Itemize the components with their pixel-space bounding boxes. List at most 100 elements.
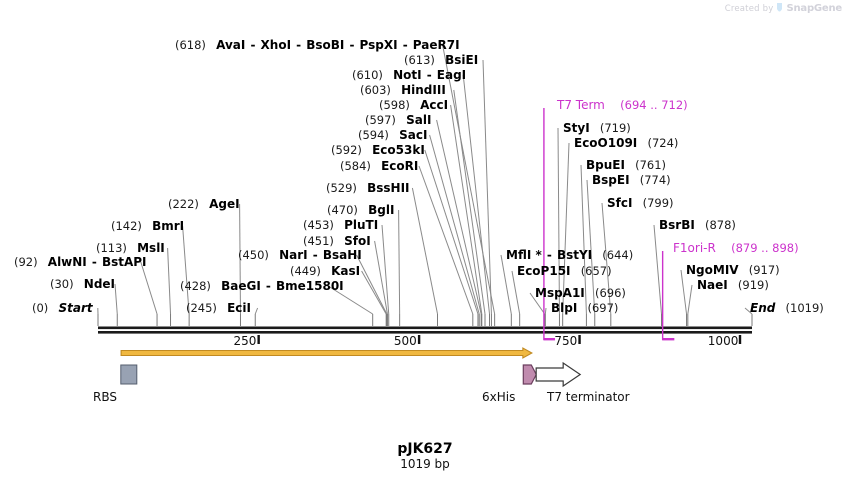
- site-enzyme-name-2: EagI: [436, 68, 467, 82]
- feature-glyph-arrow-outline: [535, 361, 582, 388]
- site-separator: -: [426, 68, 432, 82]
- restriction-site-label: MflI * - BstYI (644): [506, 246, 633, 262]
- leader-line: [482, 59, 492, 315]
- leader-line: [239, 203, 241, 315]
- restriction-site-label: (450) NarI - BsaHI: [238, 246, 362, 262]
- ruler-tick-label: 500: [393, 334, 417, 348]
- site-enzyme-name-chain: PspXI: [359, 38, 398, 52]
- site-position: (597): [365, 113, 396, 127]
- site-enzyme-name: AccI: [420, 98, 449, 112]
- site-enzyme-name: PluTI: [344, 218, 379, 232]
- site-position: (451): [303, 234, 334, 248]
- restriction-site-label: BlpI (697): [551, 299, 618, 315]
- site-enzyme-name: BspEI: [592, 173, 630, 187]
- restriction-site-label: (449) KasI: [290, 262, 360, 278]
- site-position: (696): [594, 286, 626, 300]
- leader-line: [411, 187, 439, 315]
- site-position: (644): [602, 248, 634, 262]
- restriction-site-label: (428) BaeGI - Bme1580I: [180, 277, 344, 293]
- restriction-site-label: (584) EcoRI: [340, 157, 418, 173]
- leader-line: [254, 307, 259, 315]
- feature-glyph-arrow: [522, 364, 537, 385]
- annotation-range: (694 .. 712): [620, 98, 688, 112]
- leader-line: [557, 127, 560, 315]
- site-enzyme-name: BsrBI: [659, 218, 695, 232]
- site-enzyme-name-chain: XhoI: [260, 38, 292, 52]
- restriction-site-label: (529) BssHII: [326, 179, 410, 195]
- leader-line: [529, 292, 546, 315]
- restriction-site-label: (594) SacI: [358, 126, 427, 142]
- site-separator: -: [546, 248, 552, 262]
- leader-line: [450, 104, 483, 315]
- site-enzyme-name: AlwNI: [47, 255, 87, 269]
- site-enzyme-name: MspA1I: [535, 286, 585, 300]
- site-position: (0): [32, 301, 49, 315]
- cds-arrow: [120, 347, 533, 359]
- restriction-site-label: NaeI (919): [697, 276, 769, 292]
- site-position: (594): [358, 128, 389, 142]
- ruler-tick: [257, 335, 260, 344]
- ruler-tick: [738, 335, 742, 344]
- site-enzyme-name: BmrI: [152, 219, 185, 233]
- site-enzyme-name-2: Bme1580I: [275, 279, 344, 293]
- site-enzyme-name: NotI: [393, 68, 422, 82]
- leader-line: [601, 202, 612, 315]
- feature-label: RBS: [93, 390, 117, 404]
- ruler-tick: [417, 335, 421, 344]
- leader-line: [418, 165, 474, 315]
- leader-line: [374, 240, 388, 315]
- restriction-site-label: (453) PluTI: [303, 216, 378, 232]
- site-enzyme-name: SfoI: [344, 234, 371, 248]
- leader-line: [429, 134, 480, 315]
- restriction-site-label: BsrBI (878): [659, 216, 736, 232]
- site-enzyme-name: MflI *: [506, 248, 542, 262]
- feature-label: T7 terminator: [547, 390, 630, 404]
- site-enzyme-name: KasI: [331, 264, 361, 278]
- site-enzyme-name: SacI: [399, 128, 428, 142]
- watermark-prefix: Created by: [724, 3, 774, 14]
- leader-line: [462, 74, 490, 315]
- site-position: (761): [635, 158, 667, 172]
- site-enzyme-name: BsiEI: [445, 53, 479, 67]
- site-enzyme-name: MslI: [137, 241, 165, 255]
- site-position: (428): [180, 279, 211, 293]
- site-enzyme-name-2: BstAPI: [101, 255, 147, 269]
- site-position: (449): [290, 264, 321, 278]
- leader-line: [356, 254, 388, 315]
- annotation-name: T7 Term: [557, 98, 605, 112]
- restriction-site-label: (603) HindIII: [360, 81, 446, 97]
- site-separator: -: [91, 255, 97, 269]
- site-position: (450): [238, 248, 269, 262]
- restriction-site-label: (113) MslI: [96, 239, 165, 255]
- site-enzyme-name: SfcI: [607, 196, 633, 210]
- restriction-site-label: (592) Eco53kI: [331, 141, 425, 157]
- site-separator: -: [349, 38, 355, 52]
- restriction-site-label: (613) BsiEI: [404, 51, 478, 67]
- ruler-tick: [578, 335, 581, 344]
- restriction-site-label: StyI (719): [563, 119, 631, 135]
- plasmid-length: 1019 bp: [400, 457, 450, 471]
- site-position: (529): [326, 181, 357, 195]
- restriction-site-label: (598) AccI: [379, 96, 448, 112]
- restriction-site-label: MspA1I (696): [535, 284, 626, 300]
- leader-line: [182, 225, 190, 315]
- site-enzyme-name: AvaI: [216, 38, 246, 52]
- site-position: (30): [50, 277, 74, 291]
- site-position: (618): [175, 38, 206, 52]
- site-enzyme-name: NdeI: [83, 277, 116, 291]
- restriction-site-label: BspEI (774): [592, 171, 671, 187]
- site-enzyme-name-chain: PaeR7I: [412, 38, 460, 52]
- site-enzyme-name: BglI: [368, 203, 395, 217]
- backbone-strand-bottom: [98, 331, 752, 334]
- site-enzyme-name: NgoMIV: [686, 263, 739, 277]
- site-position: (697): [587, 301, 619, 315]
- site-position: (470): [327, 203, 358, 217]
- site-enzyme-name-2: BsaHI: [322, 248, 362, 262]
- leader-line: [167, 247, 172, 315]
- leader-line: [381, 224, 390, 315]
- site-enzyme-name: BssHII: [367, 181, 410, 195]
- restriction-site-label: (470) BglI: [327, 201, 394, 217]
- leader-line: [442, 44, 496, 315]
- leader-line: [500, 254, 512, 315]
- leader-line: [436, 119, 482, 315]
